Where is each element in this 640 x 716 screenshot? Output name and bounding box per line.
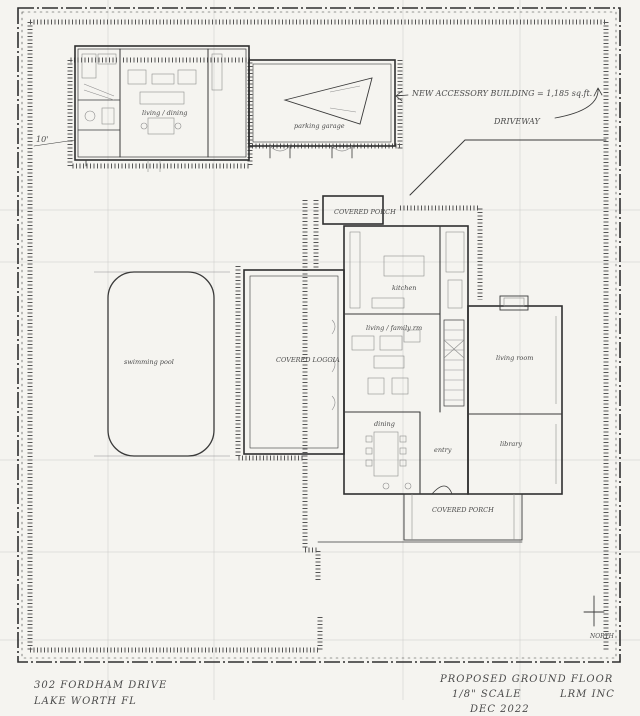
room-label-parking-garage: parking garage <box>294 122 345 130</box>
room-label-living-family-rm: living / family rm <box>366 324 422 332</box>
room-label-library: library <box>500 440 522 448</box>
driveway-edge <box>409 139 607 196</box>
room-label-covered-porch-bottom: COVERED PORCH <box>432 506 494 514</box>
room-label-swimming-pool: swimming pool <box>124 358 174 366</box>
annotation-setback: 10' <box>36 135 48 144</box>
annotation-new-accessory-building: NEW ACCESSORY BUILDING = 1,185 sq.ft. <box>411 89 592 98</box>
parking-garage <box>248 59 403 159</box>
room-label-dining: dining <box>374 420 395 428</box>
drawing-scale: 1/8" SCALE <box>452 689 522 700</box>
firm-name: LRM INC <box>559 689 615 700</box>
annotation-north: NORTH <box>589 633 615 640</box>
address-line-2: LAKE WORTH FL <box>33 696 137 707</box>
room-label-covered-loggia: COVERED LOGGIA <box>276 356 340 364</box>
drawing-title: PROPOSED GROUND FLOOR <box>439 674 613 685</box>
room-label-covered-porch-top: COVERED PORCH <box>334 208 396 216</box>
accessory-arrow <box>395 90 409 102</box>
annotation-driveway: DRIVEWAY <box>493 117 540 126</box>
main-house <box>235 195 563 580</box>
room-label-entry: entry <box>434 446 452 454</box>
room-label-living-dining-accessory: living / dining <box>142 109 187 117</box>
room-label-living-room: living room <box>496 354 533 362</box>
construction-grid <box>0 0 640 700</box>
swimming-pool <box>94 271 230 457</box>
lot-boundary <box>27 19 609 653</box>
north-arrow-icon <box>583 595 605 627</box>
driveway-arrow <box>554 87 603 119</box>
setback-line <box>33 139 76 147</box>
drawing-date: DEC 2022 <box>469 704 530 715</box>
room-label-kitchen: kitchen <box>392 284 417 292</box>
property-line <box>17 7 621 663</box>
address-line-1: 302 FORDHAM DRIVE <box>34 680 167 691</box>
